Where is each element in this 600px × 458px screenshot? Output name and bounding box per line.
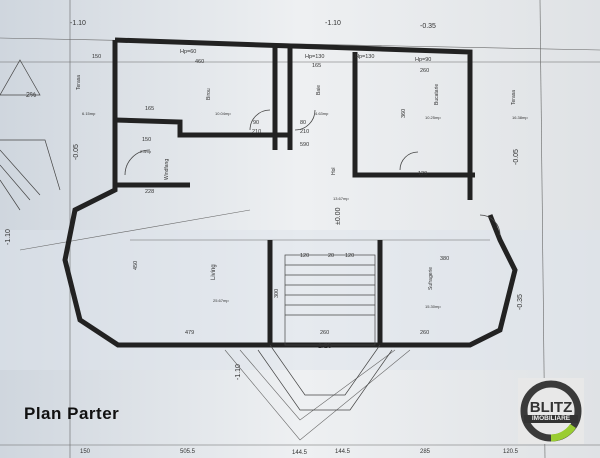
svg-text:Hp=60: Hp=60: [180, 49, 196, 55]
room-birou: Birou 10.04mp: [206, 88, 231, 116]
room-terasa-west: Terasa 6.15mp: [76, 75, 96, 116]
svg-text:Hp=130: Hp=130: [355, 54, 374, 60]
plan-title: Plan Parter: [24, 404, 120, 423]
svg-text:20: 20: [328, 253, 334, 259]
svg-text:590: 590: [300, 142, 309, 148]
level-marks: -1.10 -1.10 -0.35 -0.05 -0.05 ±0.00 -0.3…: [5, 20, 524, 380]
svg-text:120: 120: [345, 253, 354, 259]
walls: [62, 37, 518, 348]
dimensions-bottom: 150 505.5 144.5 144.5 285 120.5: [80, 449, 519, 456]
svg-text:10.04mp: 10.04mp: [215, 111, 231, 116]
svg-text:-1.10: -1.10: [70, 20, 86, 27]
svg-text:165: 165: [145, 106, 154, 112]
svg-text:Hol: Hol: [331, 167, 337, 175]
svg-text:2%: 2%: [26, 92, 36, 99]
svg-text:Hp=130: Hp=130: [305, 54, 324, 60]
svg-text:-1.10: -1.10: [235, 364, 242, 380]
svg-text:-0.35: -0.35: [517, 294, 524, 310]
svg-text:Baie: Baie: [316, 85, 322, 95]
svg-text:13.67mp: 13.67mp: [333, 196, 349, 201]
svg-text:10.25mp: 10.25mp: [425, 115, 441, 120]
svg-text:150: 150: [142, 137, 151, 143]
svg-text:150: 150: [80, 449, 91, 455]
room-labels: Terasa 6.15mp Birou 10.04mp Baie 4.63mp Buc…: [76, 75, 528, 309]
doors: [124, 109, 501, 236]
svg-text:505.5: 505.5: [180, 449, 196, 455]
svg-text:450: 450: [133, 261, 139, 270]
svg-text:15.30mp: 15.30mp: [425, 304, 441, 309]
room-hol: Hol 13.67mp: [331, 167, 349, 201]
room-terasa-east: Terasa 16.38mp: [511, 90, 528, 120]
svg-text:25.67mp: 25.67mp: [213, 298, 229, 303]
logo-ring-icon: [520, 380, 582, 442]
staircase: [0, 59, 393, 411]
svg-text:-0.05: -0.05: [513, 149, 520, 165]
svg-text:Terasa: Terasa: [511, 90, 517, 105]
svg-text:165: 165: [312, 63, 321, 69]
svg-text:144.5: 144.5: [335, 449, 351, 455]
logo-text-blitz: BLITZ: [529, 399, 573, 416]
svg-text:-1.10: -1.10: [5, 229, 12, 245]
svg-text:Living: Living: [211, 264, 217, 280]
svg-text:Terasa: Terasa: [76, 75, 82, 90]
svg-text:210: 210: [252, 129, 261, 135]
svg-text:Birou: Birou: [206, 88, 212, 100]
svg-text:260: 260: [420, 330, 429, 336]
svg-text:-0.05: -0.05: [73, 144, 80, 160]
svg-text:228: 228: [145, 189, 154, 195]
svg-text:260: 260: [420, 68, 429, 74]
dimensions-inner: 165 150 228 90 210 80 210 590 120 360 47…: [133, 106, 449, 336]
room-windfang: Windfang 2.8mp: [140, 149, 170, 180]
svg-text:4.63mp: 4.63mp: [315, 111, 329, 116]
svg-text:210: 210: [300, 129, 309, 135]
svg-text:-0.35: -0.35: [420, 23, 436, 30]
svg-text:144.5: 144.5: [292, 450, 308, 456]
svg-text:-1.10: -1.10: [325, 20, 341, 27]
room-bucatarie: Bucatarie 10.25mp: [425, 84, 441, 120]
svg-text:Sufragerie: Sufragerie: [428, 267, 434, 290]
room-baie: Baie 4.63mp: [315, 85, 329, 116]
svg-text:260: 260: [320, 330, 329, 336]
svg-text:90: 90: [253, 120, 259, 126]
svg-text:6.15mp: 6.15mp: [82, 111, 96, 116]
svg-text:460: 460: [195, 59, 204, 65]
room-sufragerie: Sufragerie 15.30mp: [425, 267, 441, 309]
svg-text:360: 360: [401, 109, 407, 118]
svg-text:Windfang: Windfang: [164, 159, 170, 180]
svg-text:1.25: 1.25: [318, 343, 332, 350]
svg-text:120.5: 120.5: [503, 449, 519, 455]
svg-text:Bucatarie: Bucatarie: [434, 84, 440, 105]
svg-text:285: 285: [420, 449, 431, 455]
svg-text:150: 150: [92, 54, 101, 60]
logo-text-imobiliare: IMOBILIARE: [524, 415, 578, 423]
blitz-logo: BLITZ IMOBILIARE: [518, 378, 584, 444]
svg-text:Hp=90: Hp=90: [415, 57, 431, 63]
svg-text:80: 80: [300, 120, 306, 126]
svg-text:2.8mp: 2.8mp: [140, 149, 152, 154]
svg-text:380: 380: [440, 256, 449, 262]
svg-text:120: 120: [300, 253, 309, 259]
room-living: Living 25.67mp: [211, 264, 229, 303]
svg-text:16.38mp: 16.38mp: [512, 115, 528, 120]
dimensions-top: 150 Hp=60 460 Hp=130 165 Hp=130 Hp=90 26…: [92, 49, 431, 74]
svg-text:300: 300: [274, 289, 280, 298]
svg-text:±0.00: ±0.00: [335, 207, 342, 225]
svg-text:479: 479: [185, 330, 194, 336]
svg-text:120: 120: [418, 171, 427, 177]
